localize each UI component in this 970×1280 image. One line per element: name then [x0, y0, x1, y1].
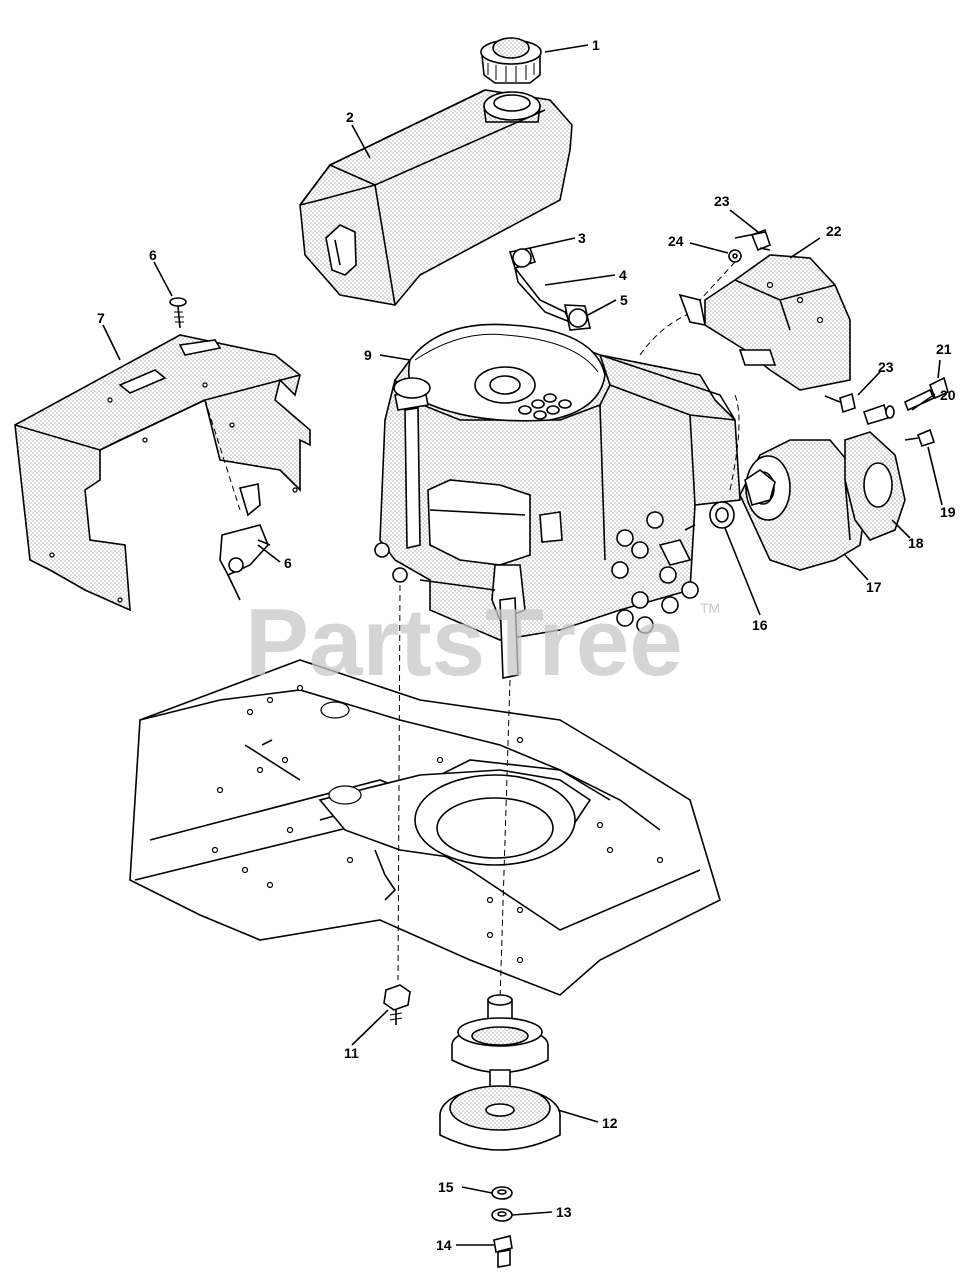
callout-5: 5	[620, 292, 628, 308]
gasket-16	[709, 501, 735, 529]
engine-vents	[518, 393, 572, 420]
callout-24: 24	[668, 233, 684, 249]
chassis-frame	[129, 659, 721, 996]
washer-24	[728, 249, 742, 263]
bolt-14	[493, 1235, 513, 1268]
callout-14: 14	[436, 1237, 452, 1253]
callout-9: 9	[364, 347, 372, 363]
callout-22: 22	[826, 223, 842, 239]
callout-6-upper: 6	[149, 247, 157, 263]
callout-4: 4	[619, 267, 627, 283]
engine-bolts	[611, 511, 699, 634]
callout-23-lower: 23	[878, 359, 894, 375]
callout-3: 3	[578, 230, 586, 246]
dash-panel	[14, 334, 311, 612]
callout-16: 16	[752, 617, 768, 633]
air-cleaner	[739, 439, 866, 571]
callout-labels: 1 2 3 4 5 6 6 7 9 11 12 13 14 15 16 17 1…	[97, 37, 956, 1253]
callout-2: 2	[346, 109, 354, 125]
chassis-holes	[211, 684, 664, 964]
callout-23-upper: 23	[714, 193, 730, 209]
spacer-20	[862, 403, 895, 425]
callout-20: 20	[940, 387, 956, 403]
air-cleaner-cover	[844, 431, 906, 541]
air-cleaner-bracket	[678, 254, 851, 391]
bolt-23-lower	[824, 392, 856, 414]
callout-15: 15	[438, 1179, 454, 1195]
screw-23-upper	[750, 228, 771, 252]
callout-13: 13	[556, 1204, 572, 1220]
throttle-bracket	[219, 483, 271, 601]
callout-6-lower: 6	[284, 555, 292, 571]
callout-21: 21	[936, 341, 952, 357]
callout-1: 1	[592, 37, 600, 53]
pulley-12	[439, 1069, 561, 1151]
callout-18: 18	[908, 535, 924, 551]
callout-19: 19	[940, 504, 956, 520]
callout-11: 11	[344, 1045, 359, 1061]
watermark: PartsTree TM	[245, 589, 720, 696]
callout-12: 12	[602, 1115, 618, 1131]
hex-bolt-11	[383, 984, 411, 1025]
pulley-upper	[451, 994, 549, 1074]
leader-lines	[102, 44, 943, 1246]
washer-13	[491, 1208, 513, 1222]
callout-7: 7	[97, 310, 105, 326]
screw-6-upper	[169, 297, 187, 329]
watermark-trademark: TM	[700, 600, 720, 616]
fuel-line	[508, 247, 591, 331]
fuel-tank	[299, 89, 573, 306]
engine	[374, 323, 741, 679]
callout-17: 17	[866, 579, 882, 595]
watermark-text: PartsTree	[245, 589, 683, 696]
screw-19	[904, 428, 936, 448]
fuel-cap	[480, 37, 542, 84]
bolt-21	[903, 376, 949, 412]
nut-15	[491, 1186, 513, 1200]
